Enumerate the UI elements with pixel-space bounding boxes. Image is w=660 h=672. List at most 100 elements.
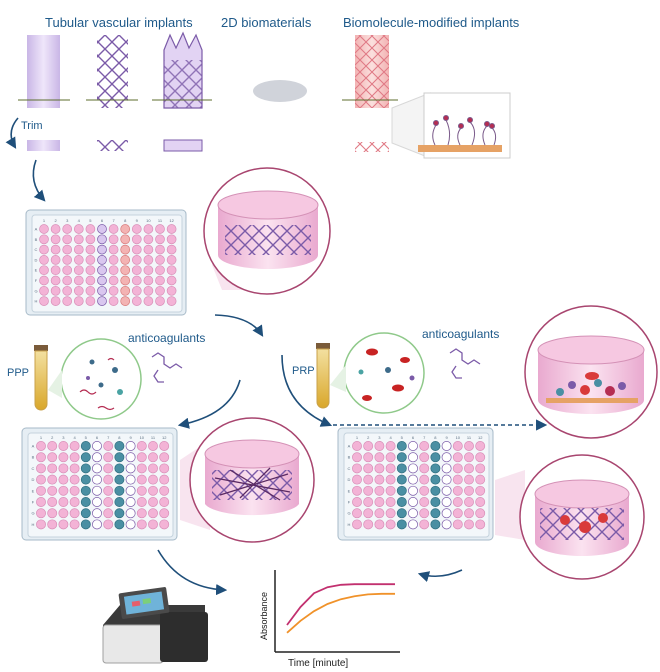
plate-well bbox=[159, 497, 170, 507]
plate-well bbox=[97, 234, 107, 245]
plate-well bbox=[62, 296, 73, 306]
plate-well bbox=[408, 519, 418, 530]
plate-row-label: C bbox=[32, 466, 35, 471]
plate-well bbox=[131, 285, 142, 296]
plate-well bbox=[62, 285, 73, 296]
plate-row-label: A bbox=[35, 227, 38, 232]
plate-col-label: 9 bbox=[136, 218, 139, 223]
series-line-1 bbox=[286, 583, 395, 626]
plate-well bbox=[441, 485, 452, 496]
plate-well bbox=[92, 441, 102, 451]
plate-well bbox=[148, 497, 158, 507]
plate-col-label: 8 bbox=[434, 435, 437, 440]
plate-well bbox=[69, 452, 80, 463]
plate-well bbox=[114, 497, 125, 507]
plate-well bbox=[69, 497, 80, 507]
plate-col-label: 10 bbox=[456, 435, 461, 440]
plate-well bbox=[143, 285, 154, 296]
plate-col-label: 3 bbox=[62, 435, 65, 440]
plate-well bbox=[80, 519, 91, 530]
plate-well bbox=[103, 485, 114, 496]
plate-well bbox=[47, 485, 58, 496]
plate-well bbox=[166, 234, 177, 245]
plate-well bbox=[69, 441, 80, 451]
prp-zoom-bubble bbox=[330, 332, 425, 414]
plate-well bbox=[58, 485, 69, 496]
plate-well bbox=[396, 519, 407, 530]
plate-well bbox=[85, 224, 96, 234]
plate-well bbox=[143, 244, 154, 255]
plate-well bbox=[103, 441, 114, 451]
plate-well bbox=[103, 452, 114, 463]
plate-well bbox=[39, 224, 49, 234]
plate-row-label: D bbox=[32, 477, 35, 482]
ppp-tube bbox=[34, 345, 48, 411]
plate-well bbox=[69, 485, 80, 496]
plate-well bbox=[114, 519, 125, 530]
plate-row-label: F bbox=[35, 278, 38, 283]
zoom-circle-right bbox=[519, 454, 645, 580]
plate-well bbox=[50, 234, 61, 245]
plate-col-label: 6 bbox=[412, 435, 415, 440]
plate-well bbox=[352, 452, 362, 463]
plate-well bbox=[352, 463, 362, 474]
plate-well bbox=[430, 474, 441, 485]
plate-row-label: C bbox=[35, 247, 38, 252]
plate-well bbox=[441, 497, 452, 507]
zoom-circle-left bbox=[189, 417, 315, 543]
plate-col-label: 11 bbox=[151, 435, 156, 440]
plate-col-label: 2 bbox=[54, 218, 57, 223]
plate-well bbox=[108, 296, 119, 306]
plate-well bbox=[475, 463, 486, 474]
plate-well bbox=[36, 519, 46, 530]
plate-well bbox=[120, 296, 131, 306]
plate-well bbox=[143, 265, 154, 276]
plate-well bbox=[155, 234, 165, 245]
plate-well bbox=[36, 463, 46, 474]
plate-well bbox=[108, 285, 119, 296]
absorbance-chart: Time [minute] Absorbance bbox=[259, 570, 400, 669]
plate-well bbox=[97, 285, 107, 296]
plate-col-label: 7 bbox=[112, 218, 115, 223]
zoom-circle-top bbox=[203, 167, 331, 295]
plate-well bbox=[80, 497, 91, 507]
plate-well bbox=[73, 224, 84, 234]
plate-well bbox=[408, 508, 418, 519]
plate-col-label: 1 bbox=[43, 218, 46, 223]
plate-well bbox=[464, 508, 474, 519]
plate-well bbox=[396, 508, 407, 519]
trim-label: Trim bbox=[21, 120, 43, 132]
plate-well bbox=[120, 224, 131, 234]
plate-well bbox=[108, 255, 119, 265]
plate-row-label: F bbox=[348, 500, 351, 505]
plate-well bbox=[374, 441, 385, 451]
plate-well bbox=[441, 452, 452, 463]
plate-well bbox=[85, 244, 96, 255]
prp-tube bbox=[316, 343, 330, 409]
plate-well bbox=[136, 485, 147, 496]
plate-well bbox=[131, 296, 142, 306]
plate-well bbox=[73, 234, 84, 245]
plate-well bbox=[408, 474, 418, 485]
plate-well bbox=[148, 441, 158, 451]
plate-well bbox=[58, 508, 69, 519]
plate-well bbox=[143, 234, 154, 245]
plate-well bbox=[92, 463, 102, 474]
plate-well bbox=[120, 255, 131, 265]
plate-well bbox=[396, 497, 407, 507]
plate-well bbox=[73, 275, 84, 286]
plate-well bbox=[47, 508, 58, 519]
plate-well bbox=[69, 474, 80, 485]
plate-well bbox=[385, 452, 396, 463]
plate-well bbox=[374, 508, 385, 519]
plate-well bbox=[419, 519, 430, 530]
plate-col-label: 6 bbox=[96, 435, 99, 440]
plate-well bbox=[97, 265, 107, 276]
plate-row-label: A bbox=[348, 444, 351, 449]
plate-well bbox=[62, 275, 73, 286]
plate-well bbox=[85, 255, 96, 265]
plate-well bbox=[58, 463, 69, 474]
plate-well bbox=[143, 296, 154, 306]
plate-well bbox=[148, 519, 158, 530]
